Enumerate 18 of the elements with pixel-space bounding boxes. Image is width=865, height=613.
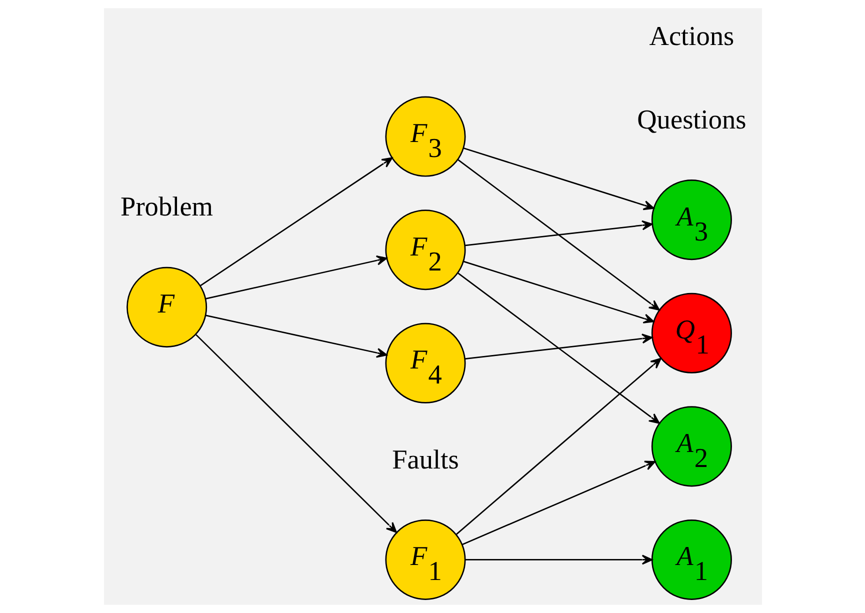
arrow	[456, 358, 661, 535]
arrow	[200, 157, 392, 286]
arrow	[462, 260, 654, 324]
arrow	[464, 220, 652, 246]
arrow	[462, 147, 654, 210]
arrow	[195, 334, 396, 533]
node-circle: F	[126, 266, 207, 348]
arrow	[205, 314, 387, 358]
label: Faults	[392, 444, 458, 474]
arrow	[457, 272, 660, 424]
label: Problem	[120, 192, 213, 222]
label: Actions	[648, 21, 734, 52]
arrow	[464, 334, 652, 360]
arrow	[457, 159, 660, 311]
arrow	[464, 554, 652, 565]
arrow	[205, 255, 387, 300]
arrow	[462, 460, 656, 546]
label: Questions	[636, 104, 746, 134]
